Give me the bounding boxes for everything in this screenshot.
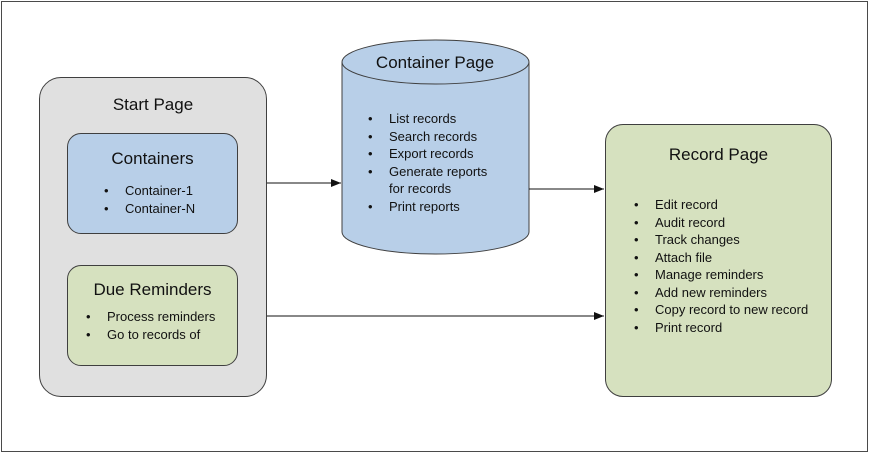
- container-page-list: List records Search records Export recor…: [368, 110, 487, 216]
- list-item: Go to records of: [86, 326, 215, 344]
- list-item: Audit record: [634, 214, 808, 232]
- due-reminders-title: Due Reminders: [93, 280, 212, 299]
- list-item: Search records: [368, 128, 487, 146]
- due-reminders-box: Due Reminders Process reminders Go to re…: [67, 265, 238, 366]
- list-item: Container-N: [104, 200, 195, 218]
- list-item: Process reminders: [86, 308, 215, 326]
- list-item: Print record: [634, 319, 808, 337]
- due-reminders-list: Process reminders Go to records of: [86, 308, 215, 344]
- list-item: Track changes: [634, 231, 808, 249]
- list-item: Print reports: [368, 198, 487, 216]
- record-page-list: Edit record Audit record Track changes A…: [634, 196, 808, 337]
- container-page-box: Container Page List records Search recor…: [341, 30, 529, 260]
- list-item: Manage reminders: [634, 266, 808, 284]
- list-item: Container-1: [104, 182, 195, 200]
- list-item: Generate reports: [368, 163, 487, 181]
- list-item-continuation: for records: [389, 181, 452, 196]
- record-page-box: Record Page Edit record Audit record Tra…: [605, 124, 832, 397]
- start-page-title: Start Page: [112, 95, 194, 114]
- list-item: Add new reminders: [634, 284, 808, 302]
- containers-box: Containers Container-1 Container-N: [67, 133, 238, 234]
- container-page-title: Container Page: [375, 53, 495, 72]
- record-page-title: Record Page: [668, 145, 769, 164]
- containers-list: Container-1 Container-N: [104, 182, 195, 218]
- list-item: Attach file: [634, 249, 808, 267]
- containers-title: Containers: [111, 149, 194, 168]
- list-item: Copy record to new record: [634, 301, 808, 319]
- list-item: Edit record: [634, 196, 808, 214]
- list-item: Export records: [368, 145, 487, 163]
- list-item: List records: [368, 110, 487, 128]
